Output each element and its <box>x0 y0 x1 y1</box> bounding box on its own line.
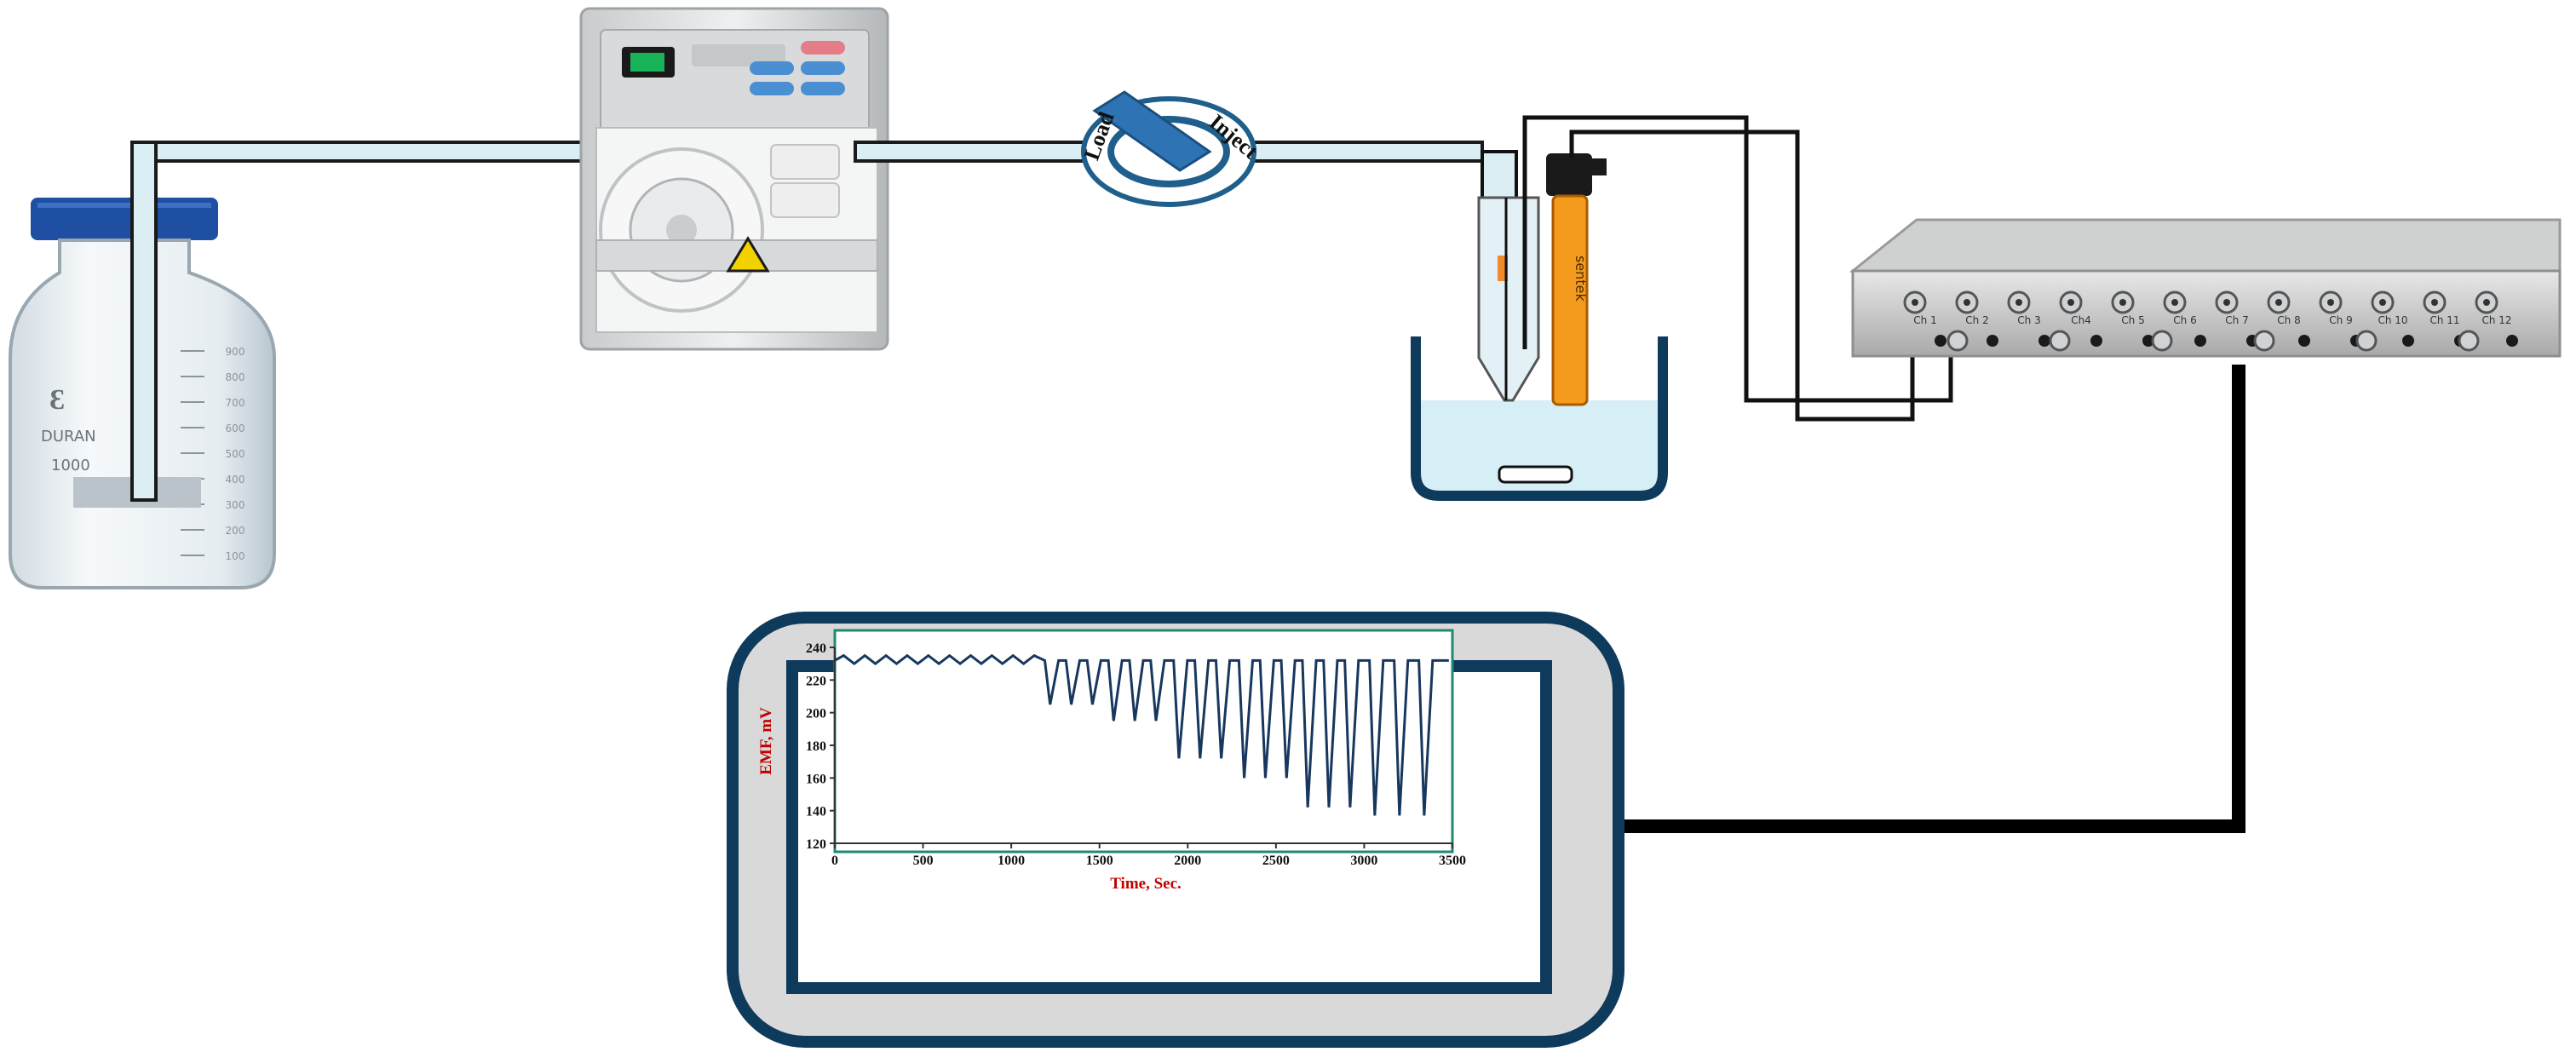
channel-connectors: Ch 1 Ch 2 Ch 3 Ch4 Ch 5 Ch 6 Ch 7 Ch 8 Ch 9 Ch 10… <box>1903 290 2518 352</box>
channel-label: Ch4 <box>2071 314 2091 326</box>
tube-pump-to-valve <box>854 141 1484 163</box>
sensor-electrode <box>1551 194 1589 406</box>
bnc-connector <box>1946 330 1969 352</box>
bottle-brand: DURAN <box>41 428 96 446</box>
graduation-label: 900 <box>226 346 245 358</box>
emf-chart: 0 500 1000 1500 2000 2500 3000 3500 120 140 160 180… <box>757 629 1466 893</box>
electrode-wires <box>1522 115 1953 422</box>
y-tick-label: 220 <box>806 674 826 688</box>
channel-label: Ch 11 <box>2429 314 2459 326</box>
channel-label: Ch 2 <box>1965 314 1988 326</box>
x-tick-label: 2000 <box>1174 854 1201 868</box>
jack-socket <box>2194 335 2206 347</box>
graduation-label: 100 <box>226 550 245 562</box>
bottle-graduations: 900 800 700 600 500 400 300 200 100 <box>181 346 244 562</box>
channel-label: Ch 8 <box>2277 314 2300 326</box>
sensor-electrode-cap <box>1546 153 1592 196</box>
x-tick-label: 1000 <box>998 854 1025 868</box>
valve-lever[interactable] <box>1092 90 1212 172</box>
x-tick-label: 0 <box>831 854 838 868</box>
jack-socket <box>1935 335 1946 347</box>
channel-label: Ch 6 <box>2173 314 2196 326</box>
graduation-label: 700 <box>226 397 245 409</box>
bnc-connector <box>2253 330 2275 352</box>
jack-socket <box>2298 335 2310 347</box>
jack-socket <box>2402 335 2414 347</box>
pump-button <box>801 61 845 75</box>
bnc-connector <box>2355 330 2378 352</box>
injection-valve[interactable]: Load Inject <box>1079 90 1263 207</box>
flow-cell: sentek <box>1411 150 1668 501</box>
graduation-label: 600 <box>226 423 245 434</box>
channel-label: Ch 12 <box>2481 314 2511 326</box>
y-tick-label: 160 <box>806 772 826 786</box>
chart-xlabel: Time, Sec. <box>1110 875 1182 893</box>
graduation-label: 500 <box>226 448 245 460</box>
graduation-label: 800 <box>226 371 245 383</box>
plot-frame <box>833 629 1454 854</box>
y-tick-label: 240 <box>806 641 826 656</box>
chart-tick-labels: 0 500 1000 1500 2000 2500 3000 3500 120 140 160 180… <box>806 641 1466 868</box>
x-tick-label: 3000 <box>1350 854 1377 868</box>
data-acquisition-box: Ch 1 Ch 2 Ch 3 Ch4 Ch 5 Ch 6 Ch 7 Ch 8 Ch 9 Ch 10… <box>1849 218 2562 358</box>
electrode-brand: sentek <box>1573 256 1589 302</box>
y-tick-label: 140 <box>806 805 826 819</box>
graduation-label: 200 <box>226 525 245 537</box>
pump-button <box>801 82 845 95</box>
duran-logo: Ɛ <box>49 384 65 416</box>
jack-socket <box>2506 335 2518 347</box>
data-cable <box>1623 365 2245 833</box>
jack-socket <box>2038 335 2050 347</box>
x-tick-label: 3500 <box>1439 854 1466 868</box>
warning-icon <box>726 236 770 273</box>
channel-label: Ch 9 <box>2329 314 2352 326</box>
y-tick-label: 200 <box>806 707 826 721</box>
jack-socket <box>2142 335 2154 347</box>
y-tick-label: 120 <box>806 837 826 852</box>
jack-socket <box>2090 335 2102 347</box>
channel-label: Ch 5 <box>2121 314 2144 326</box>
bottle-capacity: 1000 <box>51 457 90 474</box>
channel-label: Ch 3 <box>2017 314 2040 326</box>
pump-button <box>750 61 794 75</box>
pump-clamp <box>770 144 840 180</box>
emf-series-line <box>834 653 1449 816</box>
graduation-label: 300 <box>226 499 245 511</box>
jack-socket <box>1987 335 1998 347</box>
graduation-label: 400 <box>226 474 245 486</box>
channel-label: Ch 7 <box>2225 314 2248 326</box>
pump-button <box>750 82 794 95</box>
y-tick-label: 180 <box>806 739 826 754</box>
pump-button <box>801 41 845 55</box>
beaker <box>1411 336 1668 501</box>
bnc-connector <box>2049 330 2071 352</box>
bottle-cap <box>31 198 218 240</box>
x-tick-label: 500 <box>913 854 934 868</box>
x-tick-label: 1500 <box>1086 854 1113 868</box>
bnc-connector <box>2458 330 2480 352</box>
chart-ylabel: EMF, mV <box>757 707 775 775</box>
reference-electrode <box>1477 196 1540 402</box>
x-tick-label: 2500 <box>1262 854 1290 868</box>
peristaltic-pump <box>579 7 889 351</box>
stir-bar <box>1498 465 1573 484</box>
bnc-connector <box>2151 330 2173 352</box>
channel-label: Ch 1 <box>1913 314 1936 326</box>
channel-label: Ch 10 <box>2378 314 2407 326</box>
